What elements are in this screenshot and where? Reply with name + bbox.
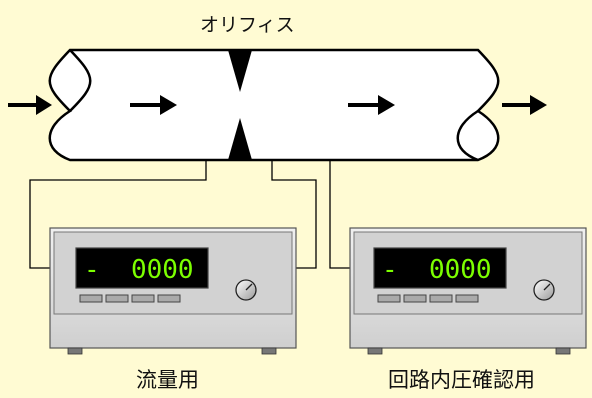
meter-flow: - 0000 <box>49 227 297 355</box>
downstream-tube-pressure <box>329 160 350 269</box>
meter-flow-button-4[interactable] <box>157 294 181 303</box>
flow-arrow-outlet <box>502 95 547 115</box>
meter-pressure-display-text: - 0000 <box>382 255 492 285</box>
downstream-tube-flow <box>271 160 317 269</box>
meter-pressure-button-3[interactable] <box>429 294 453 303</box>
meter-pressure-button-4[interactable] <box>455 294 479 303</box>
upstream-tube <box>29 160 207 269</box>
meter-pressure-foot-right <box>555 347 571 355</box>
pipe <box>48 48 500 162</box>
meter-flow-button-2[interactable] <box>105 294 129 303</box>
pressure-meter-label: 回路内圧確認用 <box>388 368 535 392</box>
orifice-bottom-plate <box>228 118 252 160</box>
orifice-top-plate <box>228 50 252 92</box>
flow-meter-label: 流量用 <box>136 368 199 392</box>
meter-flow-foot-right <box>261 347 277 355</box>
orifice-label: オリフィス <box>200 14 295 36</box>
meter-pressure: - 0000 <box>349 227 587 355</box>
meter-pressure-display <box>373 247 507 289</box>
meter-pressure-button-1[interactable] <box>377 294 401 303</box>
meter-pressure-button-2[interactable] <box>403 294 427 303</box>
meter-flow-foot-left <box>67 347 83 355</box>
meter-pressure-foot-left <box>367 347 383 355</box>
flow-arrow-downstream <box>348 95 395 115</box>
pipe-right-end-curve <box>456 109 479 162</box>
pipe-left-end-curve <box>69 49 92 112</box>
flow-arrow-upstream <box>130 95 177 115</box>
flow-arrow-inlet <box>8 95 52 115</box>
meter-flow-button-3[interactable] <box>131 294 155 303</box>
meter-flow-button-1[interactable] <box>79 294 103 303</box>
meter-flow-display-text: - 0000 <box>84 255 194 285</box>
meter-flow-display <box>75 247 209 289</box>
